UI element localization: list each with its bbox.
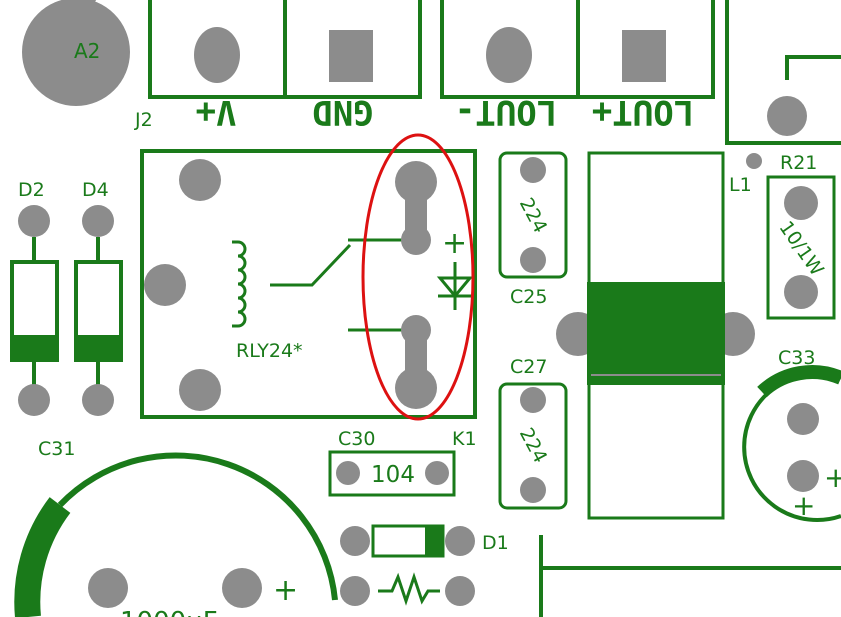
svg-text:+: + — [792, 489, 815, 522]
a2-pad: A2 — [22, 0, 130, 106]
diode-d4: D4 — [74, 179, 123, 416]
c27-label: C27 — [510, 356, 547, 378]
j2-pad-1 — [194, 27, 240, 83]
lout-pad-1 — [486, 27, 532, 83]
lout-connector: LOUT- LOUT+ — [440, 0, 715, 132]
a2-label: A2 — [74, 39, 100, 63]
relay-switch-symbol — [270, 243, 352, 287]
v-plus-label: V+ — [196, 92, 237, 132]
relay-k1: + RLY24* — [140, 149, 477, 419]
rly-label: RLY24* — [236, 340, 303, 362]
diode-d1: D1 — [340, 524, 509, 606]
j2-connector: J2 V+ GND — [134, 0, 422, 132]
j2-pad-2 — [329, 30, 373, 82]
d1-label: D1 — [482, 532, 509, 554]
r21-value: 10/1W — [775, 217, 828, 280]
c25-value: 224 — [515, 194, 551, 236]
inductor-l1: L1 — [556, 151, 762, 520]
c27-value: 224 — [515, 424, 551, 466]
right-top-outline — [725, 0, 841, 145]
lout-plus-label: LOUT+ — [592, 92, 694, 132]
svg-text:+: + — [824, 461, 841, 494]
diode-d2: D2 — [10, 179, 59, 416]
svg-text:+: + — [273, 573, 298, 608]
c33-label: C33 — [778, 347, 815, 369]
capacitor-c30: C30 K1 104 — [328, 428, 477, 497]
right-top-pad — [767, 96, 807, 136]
resistor-r21: R21 10/1W — [766, 152, 836, 320]
k1-label: K1 — [452, 428, 477, 450]
c31-label: C31 — [38, 438, 75, 460]
l1-label: L1 — [729, 174, 752, 196]
r21-label: R21 — [780, 152, 817, 174]
c25-label: C25 — [510, 286, 547, 308]
d2-label: D2 — [18, 179, 45, 201]
capacitor-c31: C31 + 1000μF — [14, 438, 338, 617]
bottom-right-outline — [539, 535, 841, 617]
relay-coil-symbol — [232, 240, 247, 328]
lout-minus-label: LOUT- — [455, 92, 557, 132]
lout-pad-2 — [622, 30, 666, 82]
d4-label: D4 — [82, 179, 109, 201]
relay-plus-label: + — [442, 226, 467, 261]
capacitor-c33: C33 + + — [742, 347, 841, 522]
c31-value: 1000μF — [120, 607, 218, 617]
capacitor-c27: 224 C27 — [498, 356, 568, 510]
j2-label: J2 — [134, 109, 153, 131]
relay-outline — [140, 149, 477, 419]
relay-diode-symbol — [436, 276, 474, 299]
gnd-label: GND — [312, 92, 373, 132]
capacitor-c25: 224 C25 — [498, 151, 568, 308]
c30-value: 104 — [371, 462, 415, 488]
resistor-symbol — [378, 572, 440, 606]
highlight-ellipse — [361, 133, 475, 421]
partial-pad-top — [63, 0, 97, 10]
c30-label: C30 — [338, 428, 375, 450]
